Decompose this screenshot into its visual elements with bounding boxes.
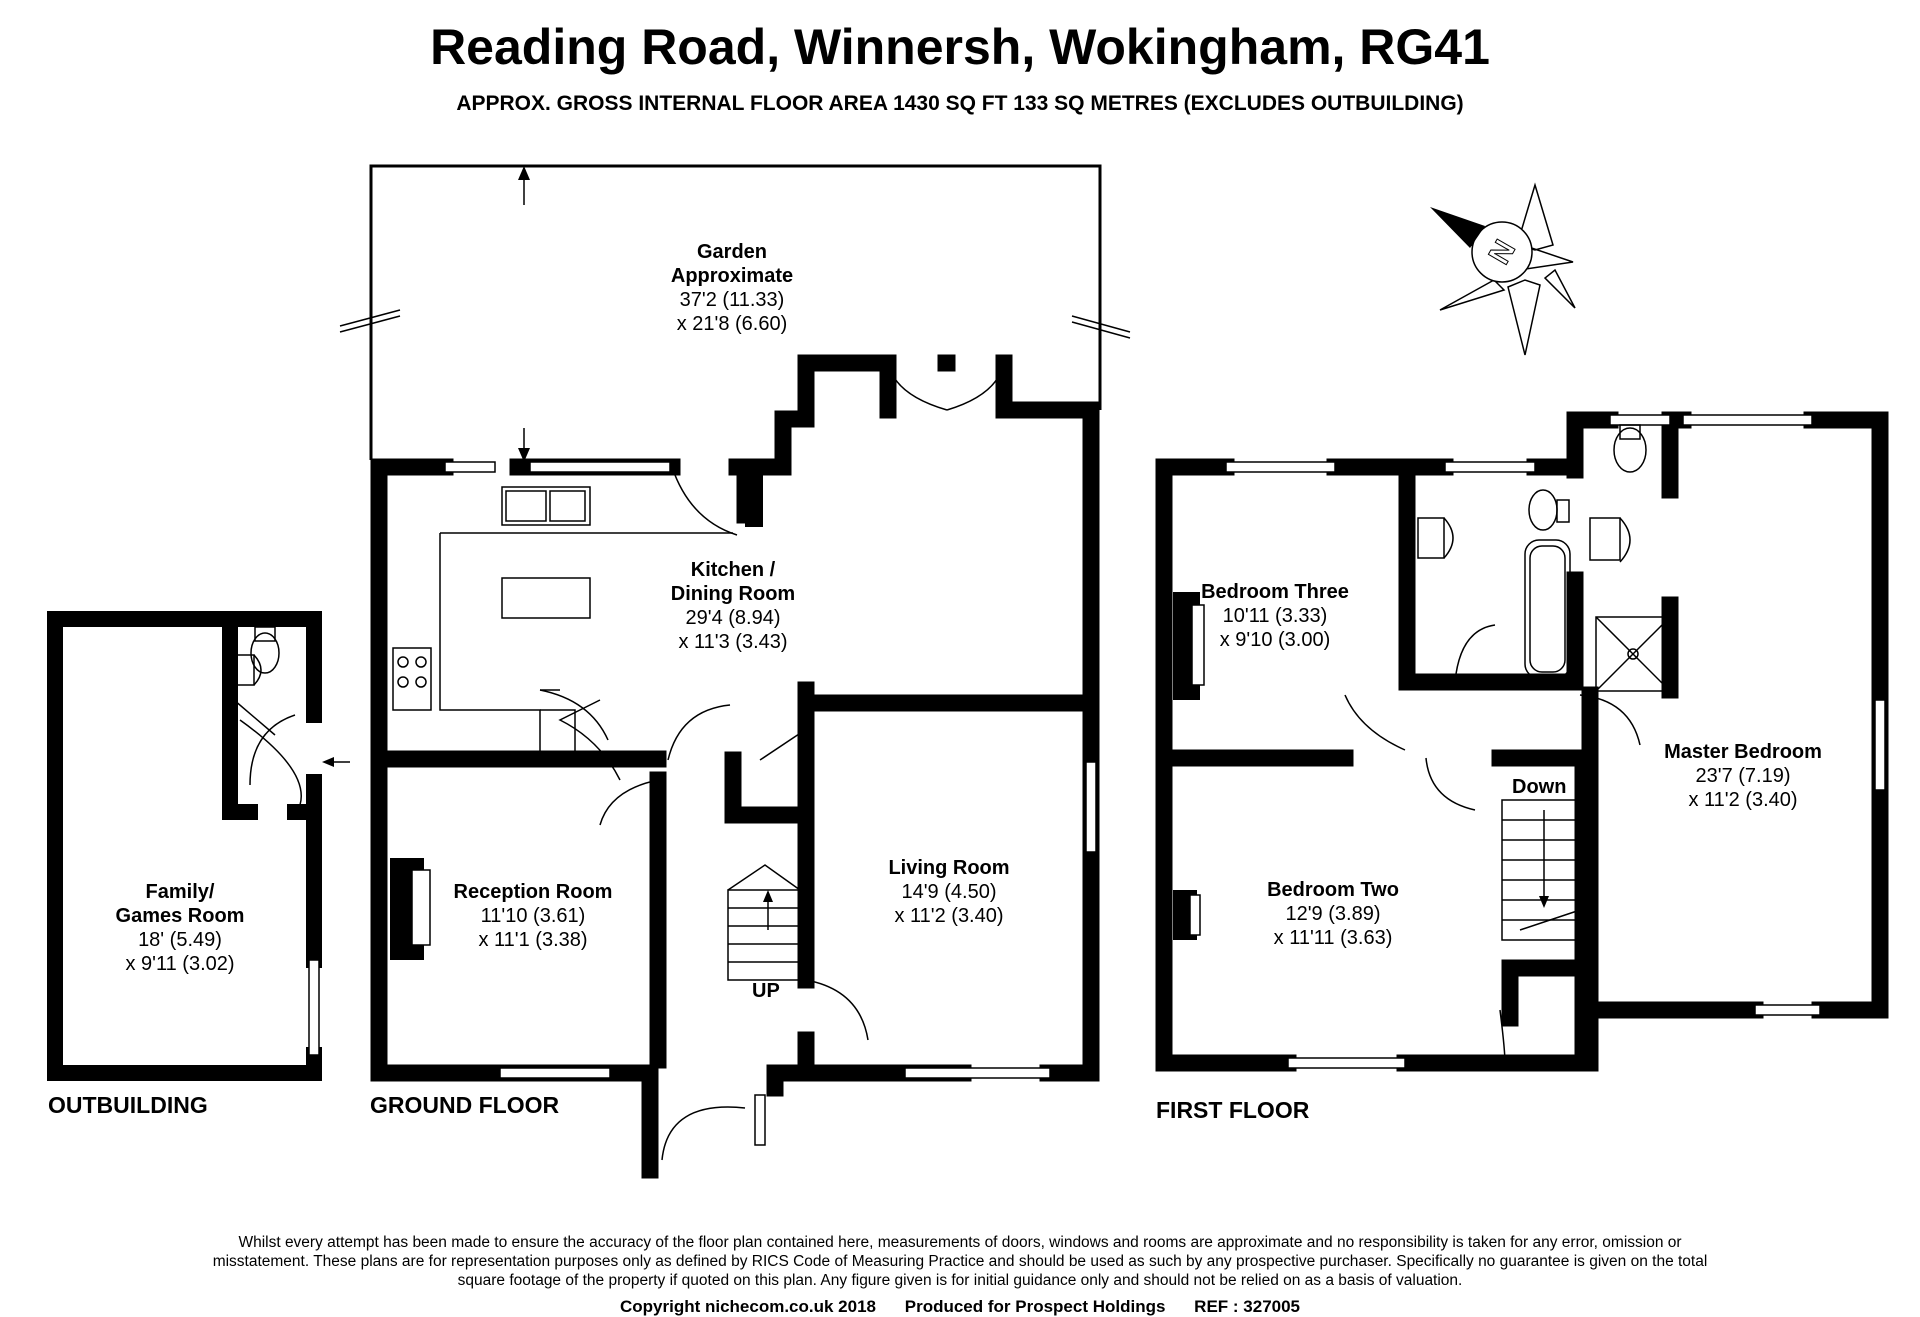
- room-label-bedroom-two: Bedroom Two 12'9 (3.89) x 11'11 (3.63): [1267, 879, 1399, 949]
- first-floor-walls: [1155, 411, 1889, 1072]
- room-label-living: Living Room 14'9 (4.50) x 11'2 (3.40): [888, 857, 1010, 927]
- stairs-down-label: Down: [1512, 776, 1567, 798]
- disclaimer-text: Whilst every attempt has been made to en…: [212, 1234, 1708, 1289]
- room-label-kitchen: Kitchen / Dining Room 29'4 (8.94) x 11'3…: [670, 559, 796, 653]
- produced-for-text: Produced for Prospect Holdings: [904, 1297, 1166, 1316]
- plan-title: Reading Road, Winnersh, Wokingham, RG41: [430, 19, 1490, 75]
- stairs-ground: [727, 864, 801, 981]
- floor-label-outbuilding: OUTBUILDING: [48, 1092, 208, 1118]
- floor-area-subtitle: APPROX. GROSS INTERNAL FLOOR AREA 1430 S…: [456, 92, 1464, 115]
- copyright-line: Copyright nichecom.co.uk 2018 Produced f…: [0, 1297, 1920, 1317]
- room-label-bedroom-three: Bedroom Three 10'11 (3.33) x 9'10 (3.00): [1201, 581, 1349, 651]
- stairs-first: [1501, 799, 1581, 941]
- copyright-text: Copyright nichecom.co.uk 2018: [619, 1297, 876, 1316]
- room-label-garden: Garden Approximate 37'2 (11.33) x 21'8 (…: [670, 241, 794, 335]
- windows: [308, 414, 1886, 1146]
- room-label-master-bedroom: Master Bedroom 23'7 (7.19) x 11'2 (3.40): [1664, 741, 1822, 811]
- ground-floor-walls: [370, 354, 1100, 1179]
- compass-rose: [1439, 182, 1576, 356]
- room-label-reception: Reception Room 11'10 (3.61) x 11'1 (3.38…: [453, 881, 613, 951]
- outbuilding-walls: [47, 611, 322, 1081]
- room-label-family-games: Family/ Games Room 18' (5.49) x 9'11 (3.…: [115, 881, 245, 975]
- bathroom-fittings: [233, 424, 1671, 736]
- floor-label-ground: GROUND FLOOR: [370, 1092, 560, 1118]
- garden-arrows: [339, 168, 1131, 460]
- reference-text: REF : 327005: [1194, 1297, 1301, 1316]
- stairs-up-label: UP: [752, 980, 780, 1002]
- compass-needle: [1430, 207, 1485, 248]
- floor-label-first: FIRST FLOOR: [1156, 1097, 1310, 1123]
- garden-outline: [369, 164, 1102, 460]
- doors: [239, 362, 1641, 1161]
- kitchen-fittings: [392, 486, 733, 759]
